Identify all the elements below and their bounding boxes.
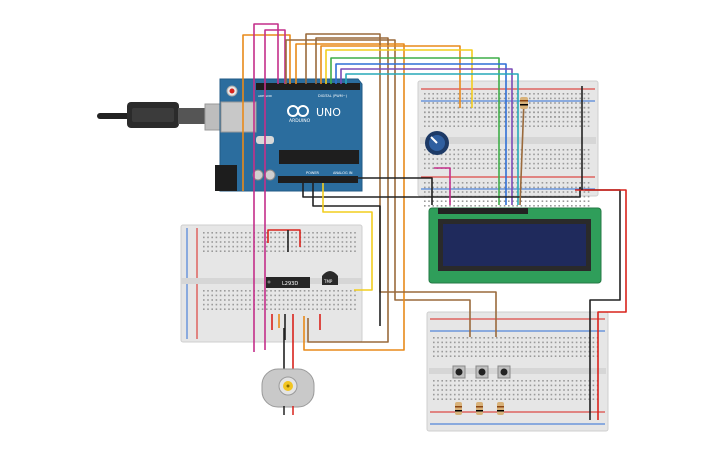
wire-blue (335, 63, 507, 205)
resistor-2 (476, 402, 483, 415)
wire-black-b (312, 183, 381, 326)
tmp-sensor: TMP (322, 271, 338, 285)
resistor-top (520, 97, 528, 109)
wire-orange-c (320, 45, 461, 108)
power-header-label: POWER (306, 171, 320, 175)
breadboard-holes (433, 337, 599, 400)
wire-red-b (267, 229, 301, 247)
wire-magenta-b (264, 29, 286, 350)
gnd-label: GND (265, 94, 273, 98)
wire-black-c (356, 177, 433, 205)
wire-cyan (345, 73, 519, 205)
analog-power-header (278, 176, 358, 183)
wire-brown-b (305, 33, 497, 337)
atmega-chip (279, 150, 359, 164)
lcd-pins (438, 208, 528, 214)
wire-green (330, 57, 500, 205)
arduino-brand-label: ARDUINO (289, 118, 311, 124)
l293d-motor-driver: L293D (266, 277, 310, 288)
push-button-1 (452, 365, 466, 379)
lcd-screen (443, 224, 586, 266)
breadboard-holes (424, 93, 590, 207)
l293d-label: L293D (282, 281, 298, 287)
resistor-3 (497, 402, 504, 415)
digital-header-label: DIGITAL (PWM~) (318, 94, 348, 98)
wire-red-a (575, 189, 627, 420)
wire-black-a (302, 183, 581, 198)
wire-brown-c (307, 37, 389, 343)
wire-magenta (253, 23, 279, 352)
arduino-infinity-logo (287, 105, 309, 117)
dc-jack (215, 165, 237, 191)
wire-brown-d (519, 99, 525, 206)
resistor-1 (455, 402, 462, 415)
dc-motor (261, 368, 315, 415)
push-button-3 (497, 365, 511, 379)
wires (242, 23, 627, 420)
wire-yellow-a (325, 49, 473, 108)
tmp-label: TMP (323, 279, 333, 284)
resistors-bottom (455, 402, 504, 415)
wire-yellow-b (322, 183, 373, 291)
arduino-uno-board: UNO ARDUINO DIGITAL (PWM~) POWER ANALOG … (215, 78, 363, 192)
breadboard-bottom-right (426, 311, 609, 432)
wire-brown-a (285, 39, 471, 337)
wire-orange-a (242, 34, 291, 191)
aref-label: AREF (258, 94, 266, 98)
wire-magenta-c (434, 167, 451, 205)
usb-cable (97, 102, 226, 131)
push-buttons (452, 365, 511, 379)
push-button-2 (475, 365, 489, 379)
lcd-16x2 (428, 207, 602, 284)
digital-header (256, 83, 360, 90)
arduino-model-label: UNO (316, 106, 341, 119)
usb-port (220, 101, 257, 133)
potentiometer (425, 131, 449, 155)
wire-purple (340, 68, 513, 205)
analog-header-label: ANALOG IN (333, 171, 353, 175)
